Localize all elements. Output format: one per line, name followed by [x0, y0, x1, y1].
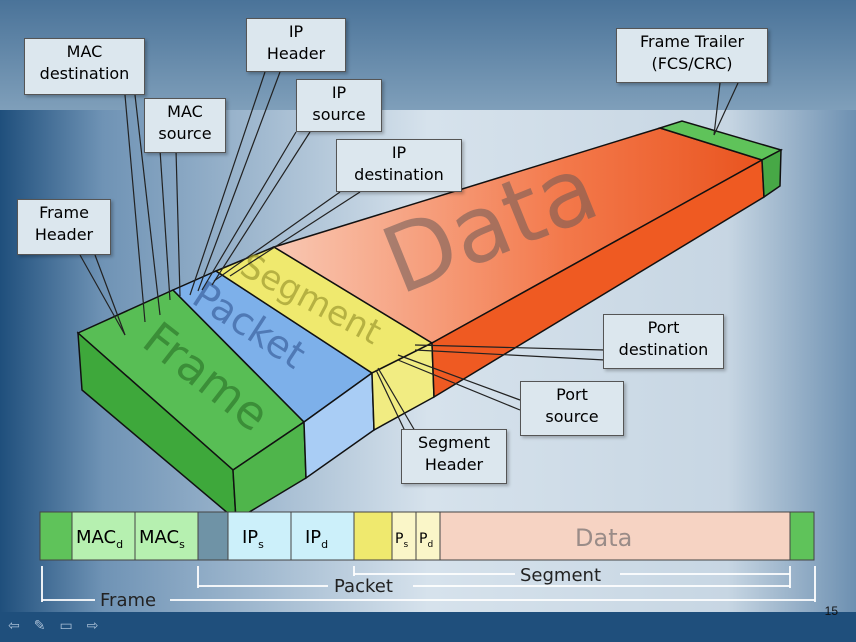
bar-p-d	[415, 511, 441, 561]
bar-p-s	[391, 511, 417, 561]
pen-icon[interactable]: ✎	[33, 618, 46, 634]
page-number: 15	[824, 604, 838, 618]
bar-data	[439, 511, 791, 561]
bar-ip-s	[227, 511, 292, 561]
callout-frame-header: Frame Header	[17, 199, 111, 255]
bar-label-ip-d: IPd	[305, 527, 328, 551]
callout-port-destination: Port destination	[603, 314, 724, 369]
bar-frame-header	[39, 511, 73, 561]
bar-label-mac-d: MACd	[76, 527, 123, 551]
callout-mac-source: MAC source	[144, 98, 226, 153]
slide-nav-bar: ⇦ ✎ ▭ ⇨	[8, 618, 98, 634]
bar-label-ip-s: IPs	[242, 527, 264, 551]
bar-ip-d	[290, 511, 355, 561]
trailer-front-face	[761, 148, 782, 199]
callout-segment-header: Segment Header	[401, 429, 507, 484]
bracket-label-packet: Packet	[334, 576, 393, 597]
bar-segment-header	[353, 511, 393, 561]
bracket-label-segment: Segment	[520, 565, 601, 586]
bar-mac-s	[134, 511, 199, 561]
callout-port-source: Port source	[520, 381, 624, 436]
callout-ip-header: IP Header	[246, 18, 346, 72]
arrow-right-icon[interactable]: ⇨	[86, 618, 99, 634]
bar-label-p-d: Pd	[419, 531, 433, 550]
callout-ip-destination: IP destination	[336, 139, 462, 192]
bottom-bar	[39, 511, 815, 561]
callout-ip-source: IP source	[296, 79, 382, 132]
bar-label-p-s: Ps	[395, 531, 408, 550]
arrow-left-icon[interactable]: ⇦	[8, 618, 20, 634]
bar-label-data: Data	[575, 524, 632, 552]
callout-lines	[79, 71, 739, 449]
callout-frame-trailer: Frame Trailer (FCS/CRC)	[616, 28, 768, 83]
bar-packet-header	[197, 511, 229, 561]
bar-mac-d	[71, 511, 136, 561]
brackets	[41, 566, 816, 602]
bar-label-mac-s: MACs	[139, 527, 185, 551]
bracket-label-frame: Frame	[100, 590, 156, 611]
callout-mac-destination: MAC destination	[24, 38, 145, 95]
screen-icon[interactable]: ▭	[59, 618, 73, 634]
bar-frame-trailer	[789, 511, 815, 561]
